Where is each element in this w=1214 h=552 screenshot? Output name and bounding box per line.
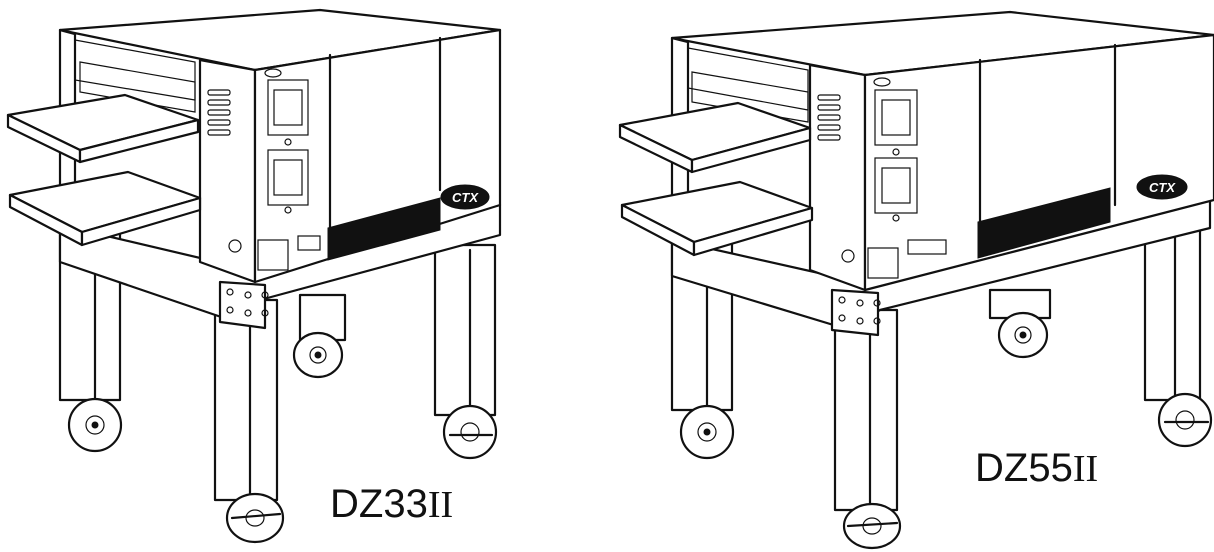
model-suffix-text: II — [427, 484, 454, 526]
oven-drawing-dz33: CTX — [6, 8, 502, 544]
model-suffix-text: II — [1072, 448, 1099, 490]
ctx-badge-label: CTX — [1149, 180, 1176, 195]
oven-cabinet: CTX — [670, 10, 1214, 292]
oven-racks — [6, 93, 202, 247]
ctx-badge-dz55: CTX — [1136, 174, 1188, 200]
control-panel — [977, 187, 1111, 259]
oven-cabinet: CTX — [58, 8, 502, 284]
model-main-text: DZ33 — [330, 482, 428, 526]
oven-racks — [618, 101, 814, 257]
ctx-badge-dz33: CTX — [440, 184, 490, 210]
ctx-badge-label: CTX — [452, 190, 479, 205]
model-main-text: DZ55 — [975, 446, 1073, 490]
model-label-dz33: DZ33II — [330, 482, 453, 527]
model-label-dz55: DZ55II — [975, 446, 1098, 491]
oven-figure-dz33: CTX DZ33II — [0, 0, 560, 552]
oven-casters — [679, 311, 1213, 550]
oven-drawing-dz55: CTX — [618, 10, 1214, 550]
vent-slots — [817, 94, 841, 141]
oven-figure-dz55: CTX DZ55II — [610, 0, 1214, 552]
vent-slots — [207, 89, 231, 136]
oven-casters — [67, 331, 498, 544]
control-panel — [327, 197, 441, 261]
